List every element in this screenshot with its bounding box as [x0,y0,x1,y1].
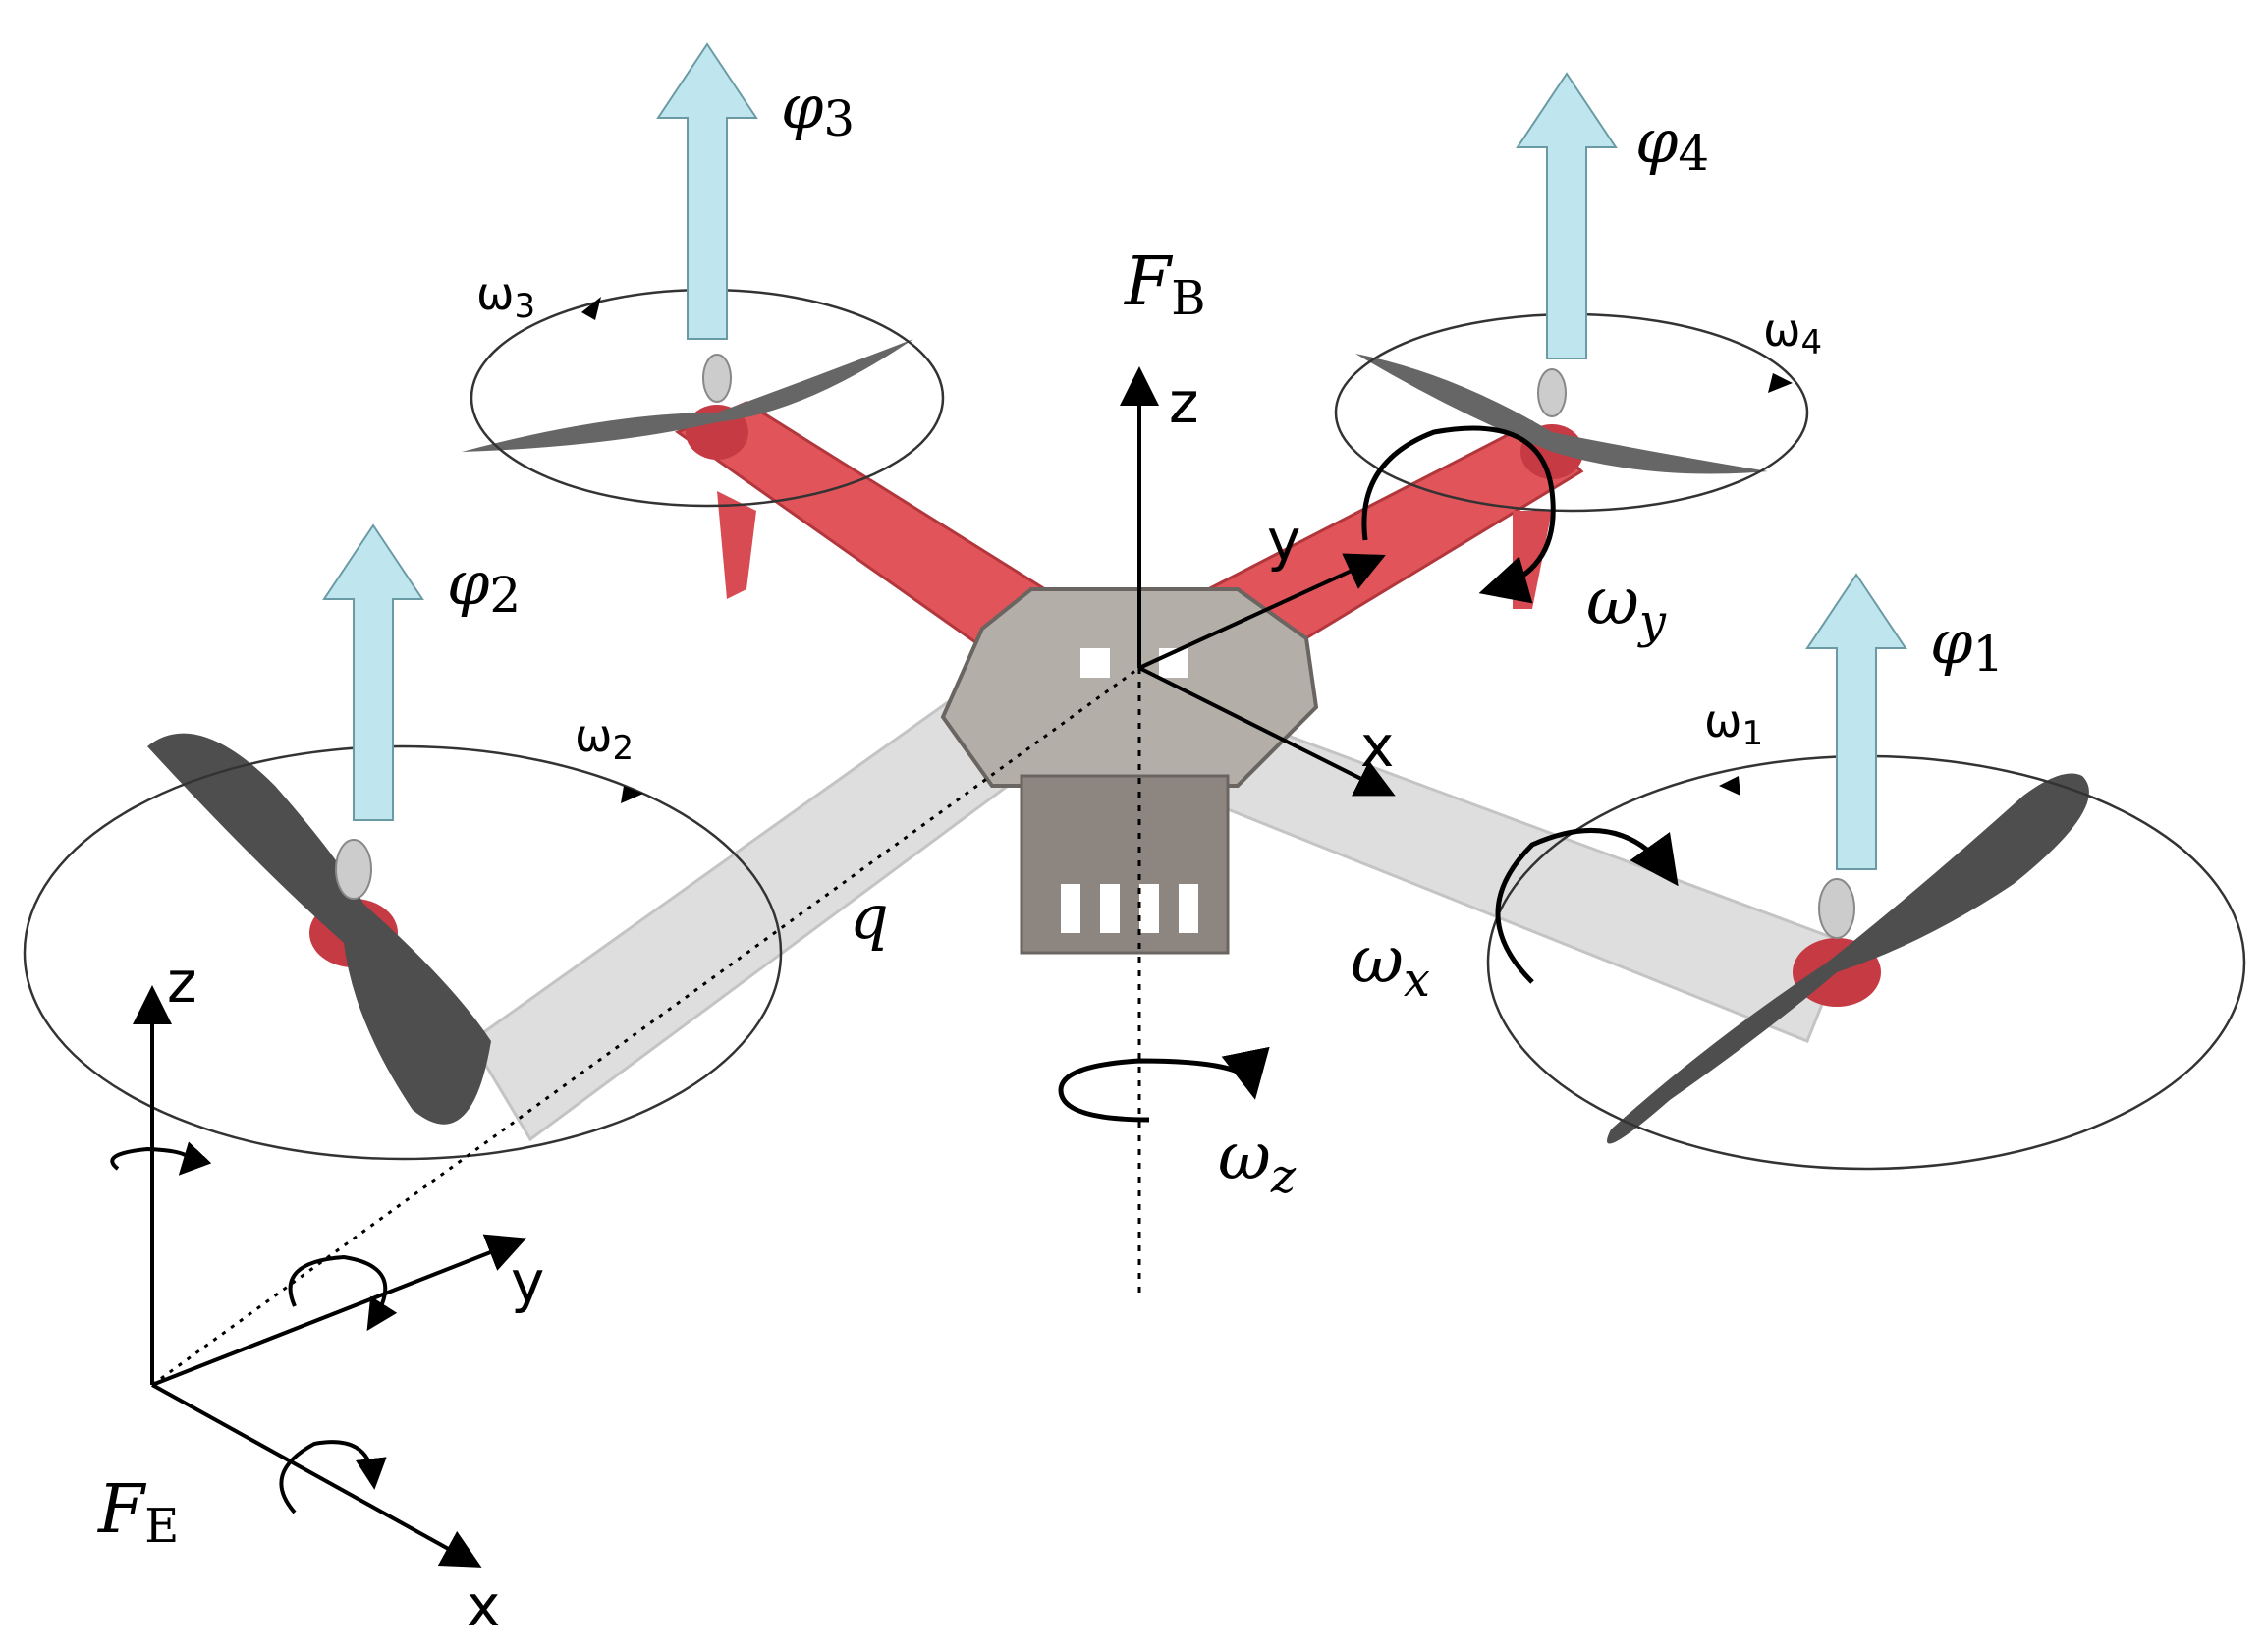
thrust-label-3: φ3 [781,71,855,147]
motor-cap-3 [702,354,732,403]
earth-frame-label: FE [96,1471,179,1554]
earth-y-axis [151,1234,527,1387]
rotor-speed-label-2: ω2 [575,709,634,768]
omega-x-arc [1495,827,1679,984]
rotor-2-direction-marker [621,786,643,803]
earth-frame-axes [110,666,1140,1568]
rotor-3-direction-marker [581,297,601,320]
body-z-label: z [1169,369,1198,436]
body-slot [1080,648,1110,678]
earth-z-rotation-arc [110,1141,212,1176]
propeller-4 [1355,354,1768,474]
omega-x-label: ωx [1351,922,1430,1008]
omega-z-arc [1058,1046,1270,1123]
earth-y-label: y [511,1248,544,1315]
earth-y-rotation-arc [288,1254,398,1332]
leg-4 [1513,511,1552,609]
thrust-arrows [322,42,1907,870]
body-y-label: y [1267,507,1300,574]
propeller-2 [147,733,491,1125]
body-x-label: x [1360,713,1394,780]
thrust-arrow-4 [1516,72,1618,359]
body-slot [1179,884,1198,933]
body-slot [1100,884,1120,933]
leg-3 [717,491,756,599]
thrust-label-4: φ4 [1635,105,1709,182]
thrust-label-1: φ1 [1930,606,2004,683]
motor-cap-2 [335,839,372,900]
omega-z-label: ωz [1218,1119,1297,1204]
earth-x-axis [151,1383,482,1568]
body-slot [1061,884,1080,933]
rotor-4-direction-marker [1768,373,1793,393]
earth-x-label: x [467,1572,500,1639]
propeller-3 [462,339,913,452]
omega-y-arc [1361,425,1556,604]
thrust-label-2: φ2 [447,547,521,624]
propeller-1 [1607,773,2089,1144]
body-frame-label: FB [1123,244,1205,326]
body-slot [1139,884,1159,933]
position-vector-label: q [850,881,889,953]
angular-rate-arcs [1058,425,1679,1123]
earth-x-rotation-arc [279,1440,387,1514]
body-y-axis [1138,553,1386,670]
rotor-1-direction-marker [1719,776,1740,796]
rotor-speed-label-4: ω4 [1763,303,1822,362]
rotor-speed-label-3: ω3 [476,267,535,326]
rotor-disk-2 [23,744,783,1161]
thrust-arrow-3 [656,42,758,340]
motor-cap-1 [1818,878,1855,939]
position-vector-q [151,666,1140,1387]
thrust-arrow-2 [322,523,424,821]
quadrotor-frame [147,339,2089,1144]
body-top-plate [940,587,1319,788]
earth-z-label: z [167,949,196,1016]
body-frame-axes [1120,366,1396,1296]
body-x-axis [1138,666,1396,797]
motor-cap-4 [1537,368,1567,417]
omega-y-label: ωy [1586,564,1667,649]
thrust-arrow-1 [1805,573,1907,870]
rotor-speed-label-1: ω1 [1704,694,1763,753]
labels: φ3 φ4 φ2 φ1 ω3 ω4 ω2 ω1 FB FE z y x ωy ω… [96,71,2004,1639]
